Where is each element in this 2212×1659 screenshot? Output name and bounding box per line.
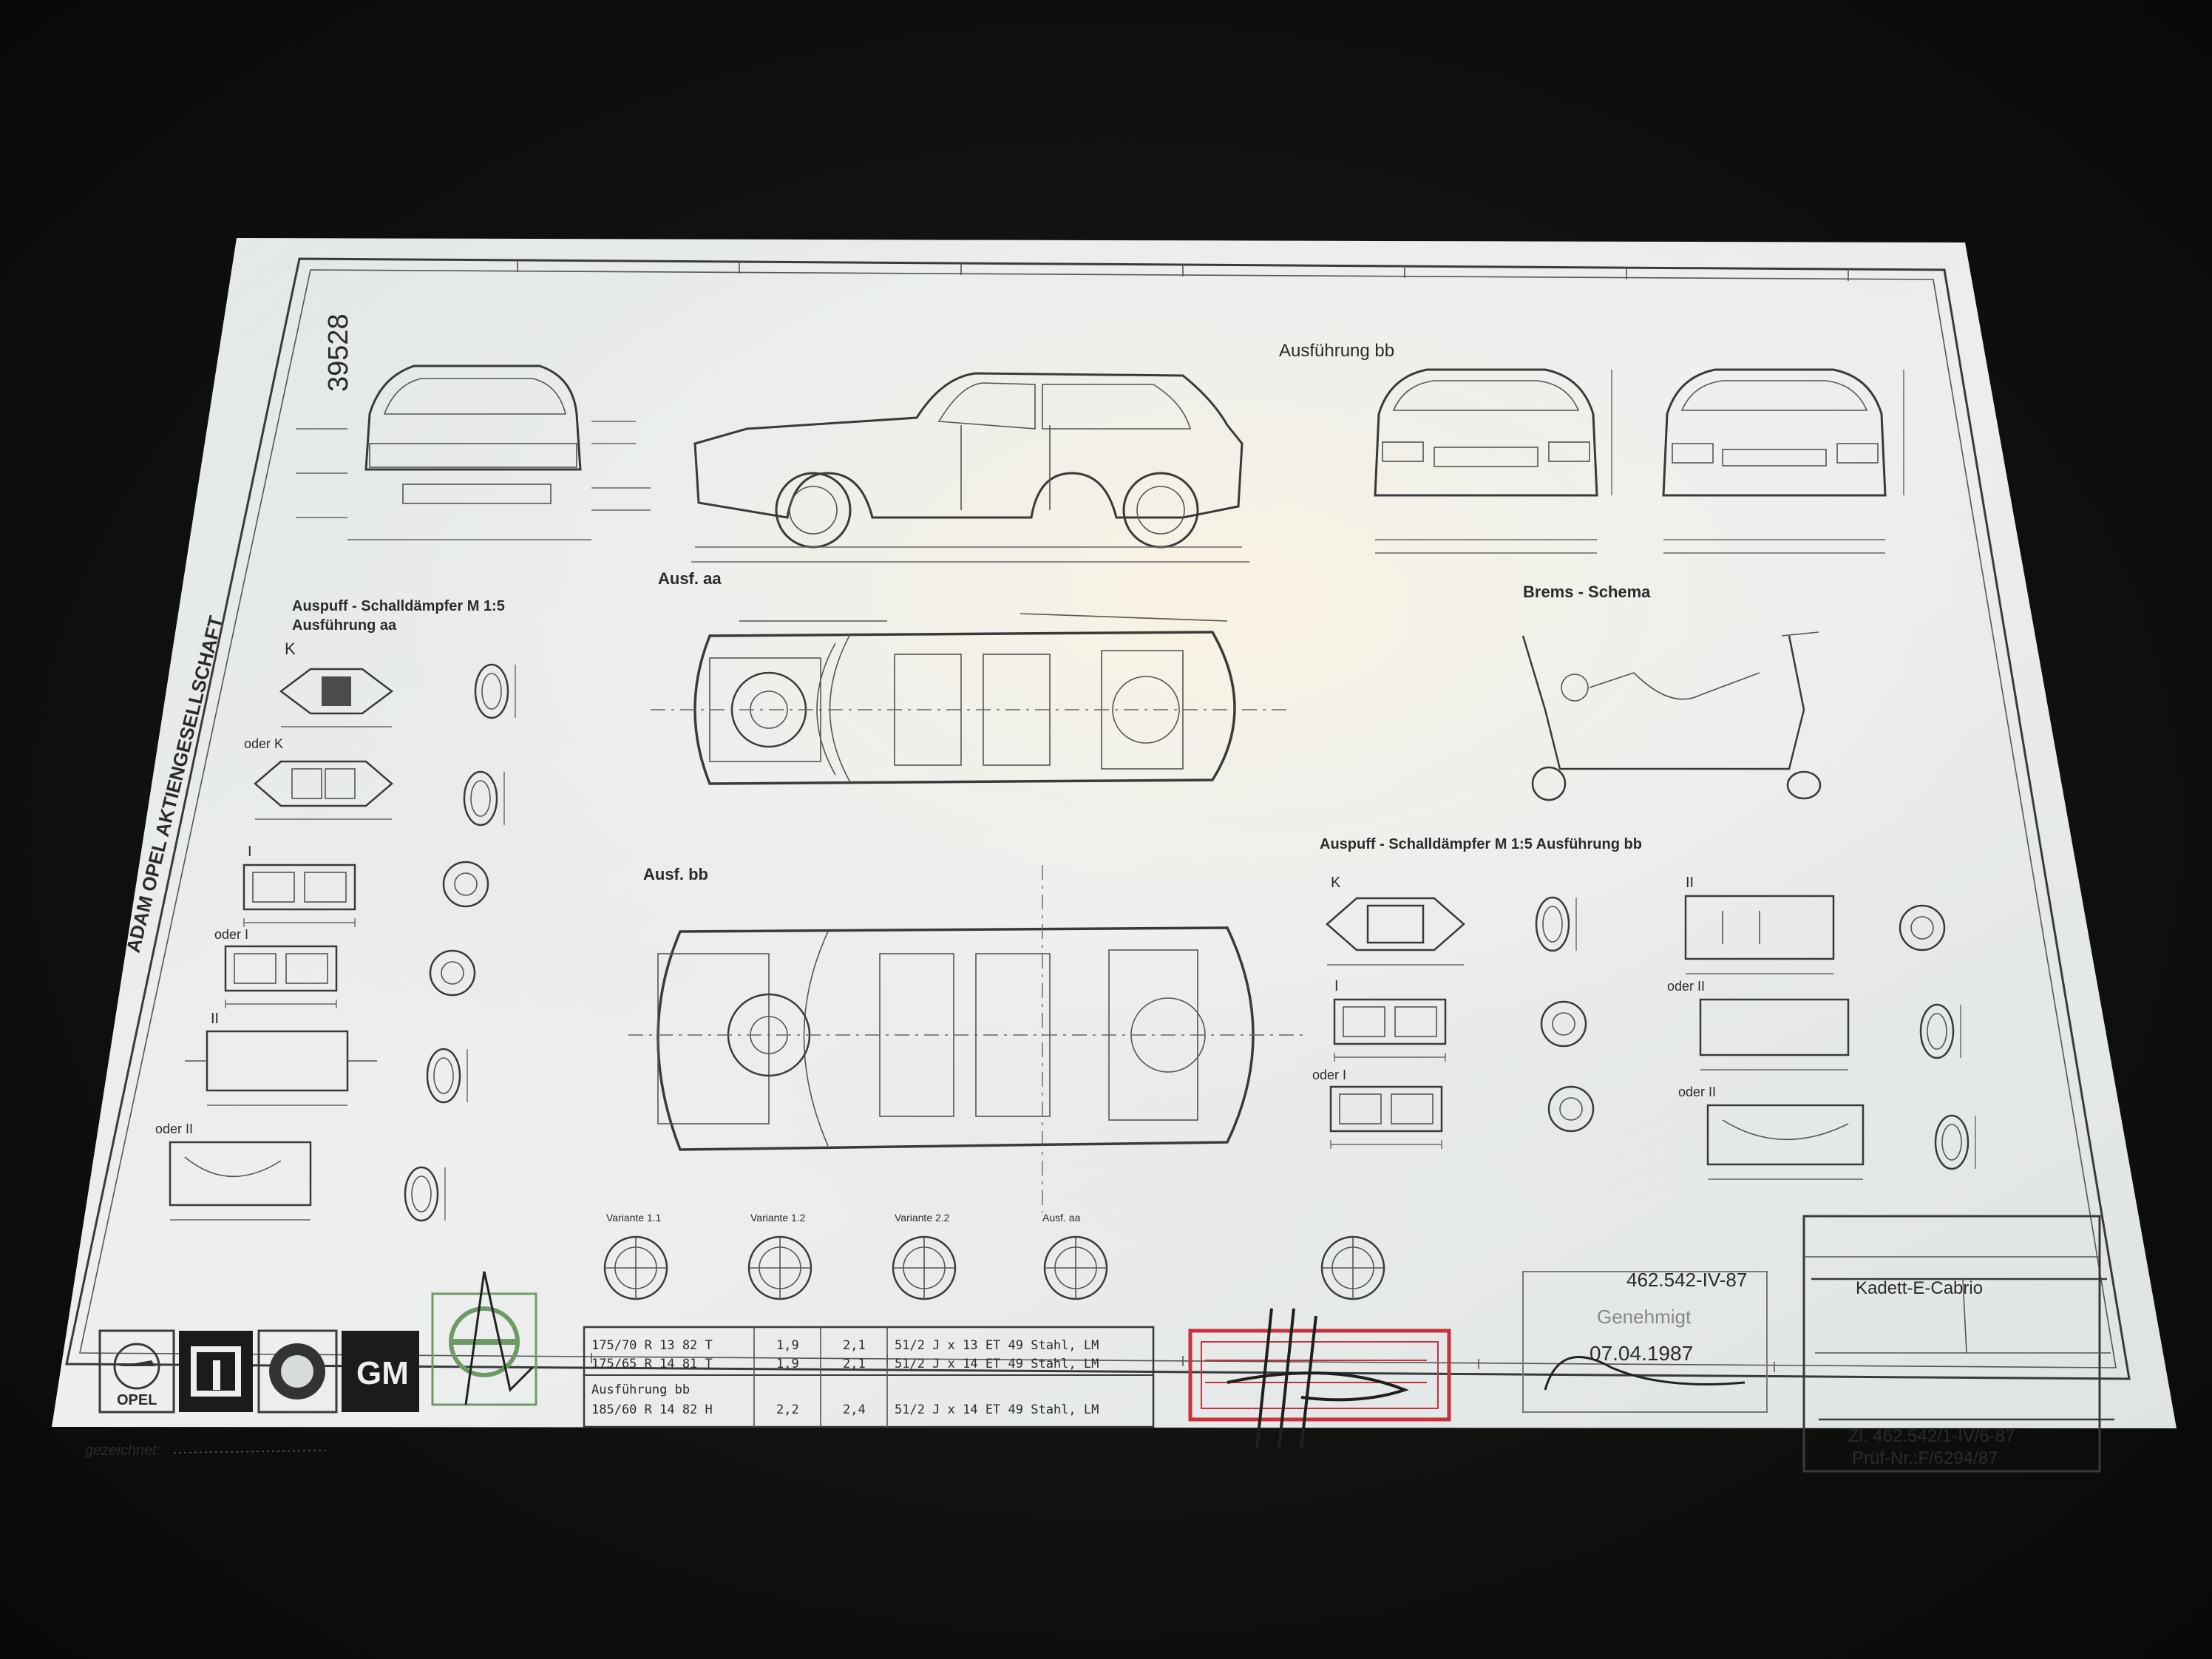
muffler-part-oder-II-right-2: oder II — [1678, 1085, 1716, 1099]
muffler-left-title: Auspuff - Schalldämpfer M 1:5 — [292, 598, 505, 614]
muffler-left-subtitle: Ausführung aa — [292, 617, 397, 634]
tire-row-1-front: 1,9 — [776, 1338, 799, 1353]
muffler-right-group: K II I oder II oder I oder II — [1312, 875, 1977, 1180]
title-block-drawing-no: Zl. 462.542/1-IV/6-87 — [1848, 1426, 2015, 1446]
tire-row-4-size: 185/60 R 14 82 H — [591, 1402, 713, 1417]
gm-logo — [342, 1331, 419, 1412]
muffler-part-K-right: K — [1331, 875, 1341, 891]
front-view-aa-drawing — [1374, 368, 1612, 554]
red-stamp — [1188, 1308, 1451, 1450]
tire-row-2-rear: 2,1 — [843, 1357, 866, 1371]
brake-title: Brems - Schema — [1523, 583, 1651, 601]
muffler-part-oder-II-right-1: oder II — [1667, 979, 1705, 994]
drawing-frame-outer — [65, 257, 2131, 1380]
wheel-rim-icon — [1043, 1235, 1108, 1300]
chassis-aa-drawing — [651, 613, 1286, 785]
tire-row-4-rear: 2,4 — [843, 1402, 866, 1417]
steering-label-4: Ausf. aa — [1042, 1212, 1081, 1224]
muffler-part-I-right: I — [1334, 978, 1339, 994]
tire-table: 175/70 R 13 82 T 1,9 2,1 51/2 J x 13 ET … — [583, 1326, 1155, 1428]
tire-row-1-size: 175/70 R 13 82 T — [591, 1338, 713, 1353]
muffler-right-title: Auspuff - Schalldämpfer M 1:5 Ausführung… — [1320, 836, 1642, 852]
muffler-left-group: K oder K I oder I II oder II — [155, 639, 517, 1222]
lamp-glow — [52, 238, 2177, 1428]
muffler-part-II-right: II — [1686, 875, 1694, 891]
title-block-pruef-no: Prüf-Nr.:F/6294/87 — [1852, 1448, 1998, 1468]
tire-row-4-rim: 51/2 J x 14 ET 49 Stahl, LM — [895, 1402, 1099, 1417]
rear-view-drawing — [296, 364, 651, 540]
drawing-frame-inner — [79, 269, 2117, 1368]
muffler-part-oder-I-left: oder I — [214, 927, 248, 942]
steering-wheel-icon-3 — [892, 1235, 957, 1300]
brake-schema-drawing — [1521, 631, 1822, 801]
steering-wheel-icon-2 — [747, 1235, 812, 1300]
stamp-title: Genehmigt — [1597, 1306, 1692, 1328]
opel-logo — [98, 1329, 175, 1414]
section-aa-label: Ausf. aa — [658, 569, 722, 588]
muffler-part-oder-K-left: oder K — [244, 736, 283, 751]
green-approval-stamp — [431, 1271, 537, 1406]
muffler-part-oder-II-left: oder II — [155, 1122, 193, 1136]
opel-logo-text: OPEL — [117, 1392, 157, 1408]
approval-label: gezeichnet: — [85, 1442, 160, 1459]
variant-label-top: Ausführung bb — [1279, 341, 1394, 361]
steering-wheel-row: Variante 1.1 Variante 1.2 Variante 2.2 A… — [603, 1212, 1385, 1300]
wheel-hub-icon — [1320, 1235, 1385, 1300]
stamp-date: 07.04.1987 — [1590, 1342, 1693, 1365]
tire-row-2-front: 1,9 — [776, 1357, 799, 1371]
steering-label-2: Variante 1.2 — [750, 1212, 806, 1224]
holden-logo — [257, 1329, 338, 1414]
muffler-part-K-left: K — [285, 639, 296, 658]
chassis-bb-drawing — [628, 865, 1309, 1212]
section-bb-label: Ausf. bb — [643, 865, 708, 883]
approval-stamp: 462.542-IV-87 Genehmigt 07.04.1987 — [1522, 1269, 1768, 1413]
title-block: Kadett-E-Cabrio Zl. 462.542/1-IV/6-87 Pr… — [1802, 1215, 2114, 1473]
side-view-drawing — [691, 372, 1249, 563]
brand-logos: OPEL GM — [98, 1329, 419, 1414]
tire-row-2-size: 175/65 R 14 81 T — [591, 1357, 713, 1371]
gm-logo-text: GM — [356, 1355, 409, 1391]
tire-row-2-rim: 51/2 J x 14 ET 49 Stahl, LM — [895, 1357, 1099, 1371]
tire-row-4-front: 2,2 — [776, 1402, 799, 1417]
tire-row-1-rear: 2,1 — [843, 1338, 866, 1353]
muffler-part-oder-I-right: oder I — [1312, 1068, 1346, 1082]
signature-scribble — [1227, 1308, 1409, 1450]
steering-label-1: Variante 1.1 — [606, 1212, 662, 1224]
tire-row-3-variant: Ausführung bb — [591, 1382, 690, 1397]
tire-row-1-rim: 51/2 J x 13 ET 49 Stahl, LM — [895, 1338, 1099, 1353]
steering-wheel-icon-1 — [603, 1235, 668, 1300]
muffler-part-I-left: I — [248, 844, 252, 860]
stamp-number: 462.542-IV-87 — [1626, 1269, 1747, 1291]
muffler-part-II-left: II — [211, 1011, 219, 1027]
front-view-bb-drawing — [1662, 368, 1904, 554]
drawing-number-vertical: 39528 — [323, 313, 354, 392]
title-block-name: Kadett-E-Cabrio — [1856, 1278, 1983, 1298]
steering-label-3: Variante 2.2 — [895, 1212, 950, 1224]
